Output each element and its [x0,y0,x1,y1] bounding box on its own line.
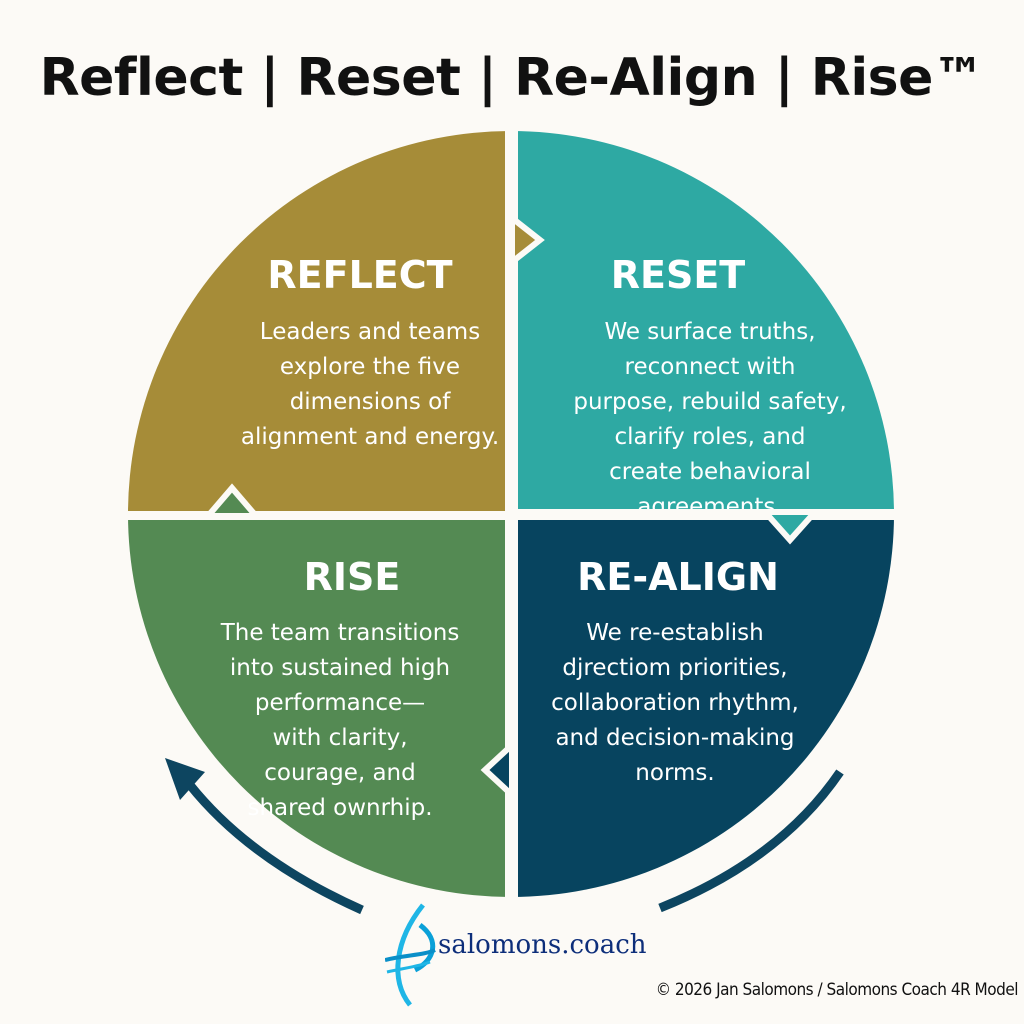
reflect-title: REFLECT [267,253,452,297]
description-line: courage, and [264,760,416,786]
description-line: performance— [255,690,425,716]
cycle-arrow-right [658,769,844,913]
page-title: Reflect | Reset | Re-Align | Rise™ [39,48,985,108]
reflect-connector-arrow [509,211,545,269]
description-line: We re-establish [586,620,763,646]
copyright-notice: © 2026 Jan Salomons / Salomons Coach 4R … [655,980,1019,1000]
description-line: and decision-making [555,725,794,751]
cycle-arrowhead-left [165,758,205,800]
logo-text[interactable]: salomons.coach [438,930,647,960]
description-line: purpose, rebuild safety, [573,389,846,415]
description-line: with clarity, [272,725,407,751]
description-line: Leaders and teams [260,319,480,345]
description-line: explore the five [280,354,460,380]
realign-description: We re-establish djrectiom priorities, coll… [551,620,799,786]
description-line: create behavioral [609,459,811,485]
rise-title: RISE [304,555,401,599]
description-line: norms. [635,760,714,786]
description-line: clarify roles, and [614,424,805,450]
description-line: The team transitions [220,620,460,646]
description-line: shared ownrhip. [247,795,432,821]
rise-description: The team transitions into sustained high p… [220,620,460,821]
description-line: collaboration rhythm, [551,690,799,716]
description-line: into sustained high [230,655,450,681]
description-line: dimensions of [290,389,452,415]
reset-title: RESET [611,253,746,297]
reflect-description: Leaders and teams explore the five dimensi… [241,319,499,450]
reset-description: We surface truths, reconnect with purpose,… [573,319,846,520]
salomons-coach-logo-icon [385,903,436,1007]
description-line: djrectiom priorities, [562,655,787,681]
description-line: alignment and energy. [241,424,499,450]
realign-connector-arrow [480,738,515,802]
description-line: We surface truths, [604,319,815,345]
rise-connector-arrow [201,483,263,519]
description-line: reconnect with [625,354,796,380]
reset-connector-arrow [758,509,822,545]
realign-title: RE-ALIGN [577,555,779,599]
cycle-arrow-left [186,782,364,915]
description-line: agreements. [637,494,782,520]
